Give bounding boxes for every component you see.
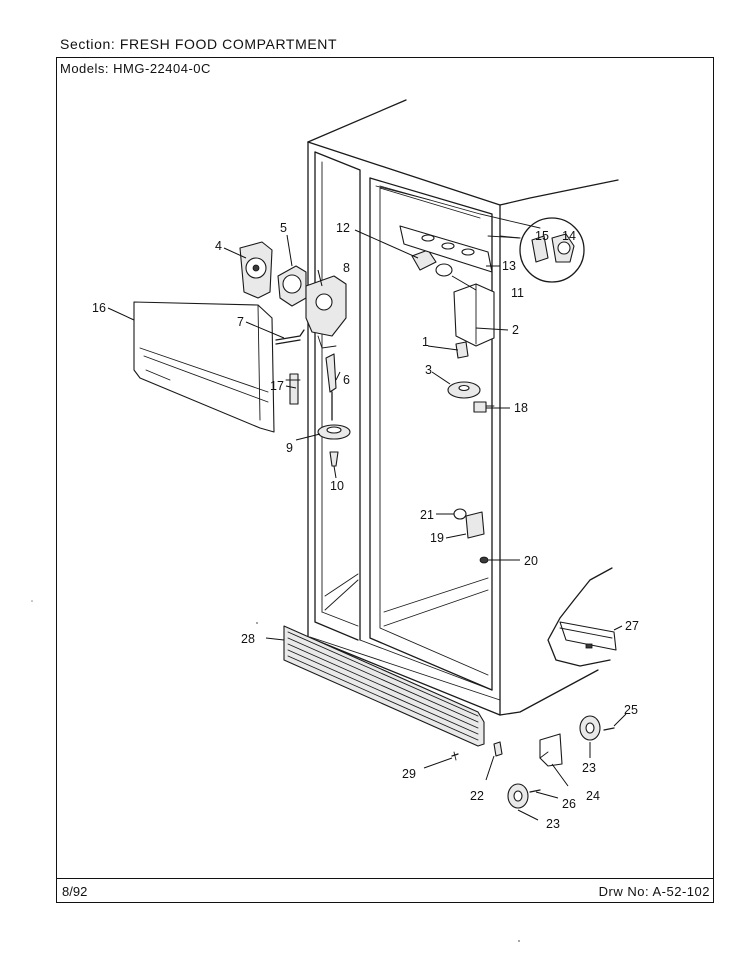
screw-part-10 [329, 451, 339, 467]
switch-part-17 [285, 373, 301, 405]
bracket-part-4 [239, 241, 273, 299]
roller-part-23-lower [507, 783, 529, 809]
bracket-part-19 [465, 511, 485, 539]
roller-bracket-part-24 [539, 733, 563, 767]
callout-12: 12 [336, 221, 350, 235]
dial-part-3 [447, 381, 481, 399]
callout-20: 20 [524, 554, 538, 568]
screw-part-29 [451, 751, 459, 761]
callout-22: 22 [470, 789, 484, 803]
clip-part-22 [493, 741, 503, 757]
callout-6: 6 [343, 373, 350, 387]
callout-23-upper: 23 [582, 761, 596, 775]
callout-19: 19 [430, 531, 444, 545]
screw-part-20 [479, 556, 489, 564]
scan-speck [518, 940, 520, 942]
section-value: FRESH FOOD COMPARTMENT [119, 36, 338, 52]
drawing-label: Drw No: [598, 884, 650, 899]
callout-15: 15 [535, 229, 549, 243]
callout-14: 14 [562, 229, 576, 243]
bulb-part-11 [435, 263, 453, 277]
callout-4: 4 [215, 239, 222, 253]
callout-13: 13 [502, 259, 516, 273]
models-value: HMG-22404-0C [113, 61, 211, 76]
callout-17: 17 [270, 379, 284, 393]
axle-part-25 [603, 727, 615, 731]
knob-shaft-part-6 [325, 353, 337, 393]
section-label: Section: [60, 36, 116, 52]
switch-part-1 [455, 341, 469, 359]
callout-16: 16 [92, 301, 106, 315]
thermostat-part-8 [305, 275, 347, 349]
footer-rule [56, 878, 714, 879]
callout-3: 3 [425, 363, 432, 377]
axle-part-26 [529, 789, 541, 793]
drawing-frame [56, 57, 714, 903]
screw-part-21 [453, 508, 467, 520]
callout-labels: 1 2 3 4 5 6 7 8 9 10 11 12 13 14 15 16 1… [92, 221, 639, 831]
rail-part-27 [559, 621, 617, 651]
socket-part-12 [411, 249, 437, 271]
tube-part-7 [275, 329, 305, 345]
callout-11: 11 [511, 286, 524, 300]
callout-24: 24 [586, 789, 600, 803]
callout-26: 26 [562, 797, 576, 811]
roller-part-23-upper [579, 715, 601, 741]
scan-speck [256, 622, 258, 624]
models-header: Models: HMG-22404-0C [60, 61, 211, 76]
leader-lines [107, 229, 627, 821]
detail-circle-parts-14-15 [499, 217, 585, 283]
callout-9: 9 [286, 441, 293, 455]
callout-7: 7 [237, 315, 244, 329]
cover-part-2 [453, 283, 495, 347]
callout-27: 27 [625, 619, 639, 633]
callout-25: 25 [624, 703, 638, 717]
connector-part-18 [473, 401, 495, 413]
cabinet [307, 99, 619, 716]
callout-28: 28 [241, 632, 255, 646]
control-panel-part-16 [133, 301, 275, 433]
callout-10: 10 [330, 479, 344, 493]
models-label: Models: [60, 61, 110, 76]
dial-part-9 [317, 391, 351, 440]
callout-29: 29 [402, 767, 416, 781]
housing-part-5 [277, 265, 307, 307]
footer-drawing-number: Drw No: A-52-102 [599, 884, 710, 899]
callout-5: 5 [280, 221, 287, 235]
callout-21: 21 [420, 508, 434, 522]
scan-speck [31, 600, 33, 602]
section-header: Section: FRESH FOOD COMPARTMENT [60, 36, 337, 52]
callout-8: 8 [343, 261, 350, 275]
callout-1: 1 [422, 335, 429, 349]
callout-2: 2 [512, 323, 519, 337]
drawing-value: A-52-102 [652, 884, 710, 899]
callout-23-lower: 23 [546, 817, 560, 831]
footer-date: 8/92 [62, 884, 88, 899]
toe-grille-part-28 [283, 625, 485, 747]
callout-18: 18 [514, 401, 528, 415]
